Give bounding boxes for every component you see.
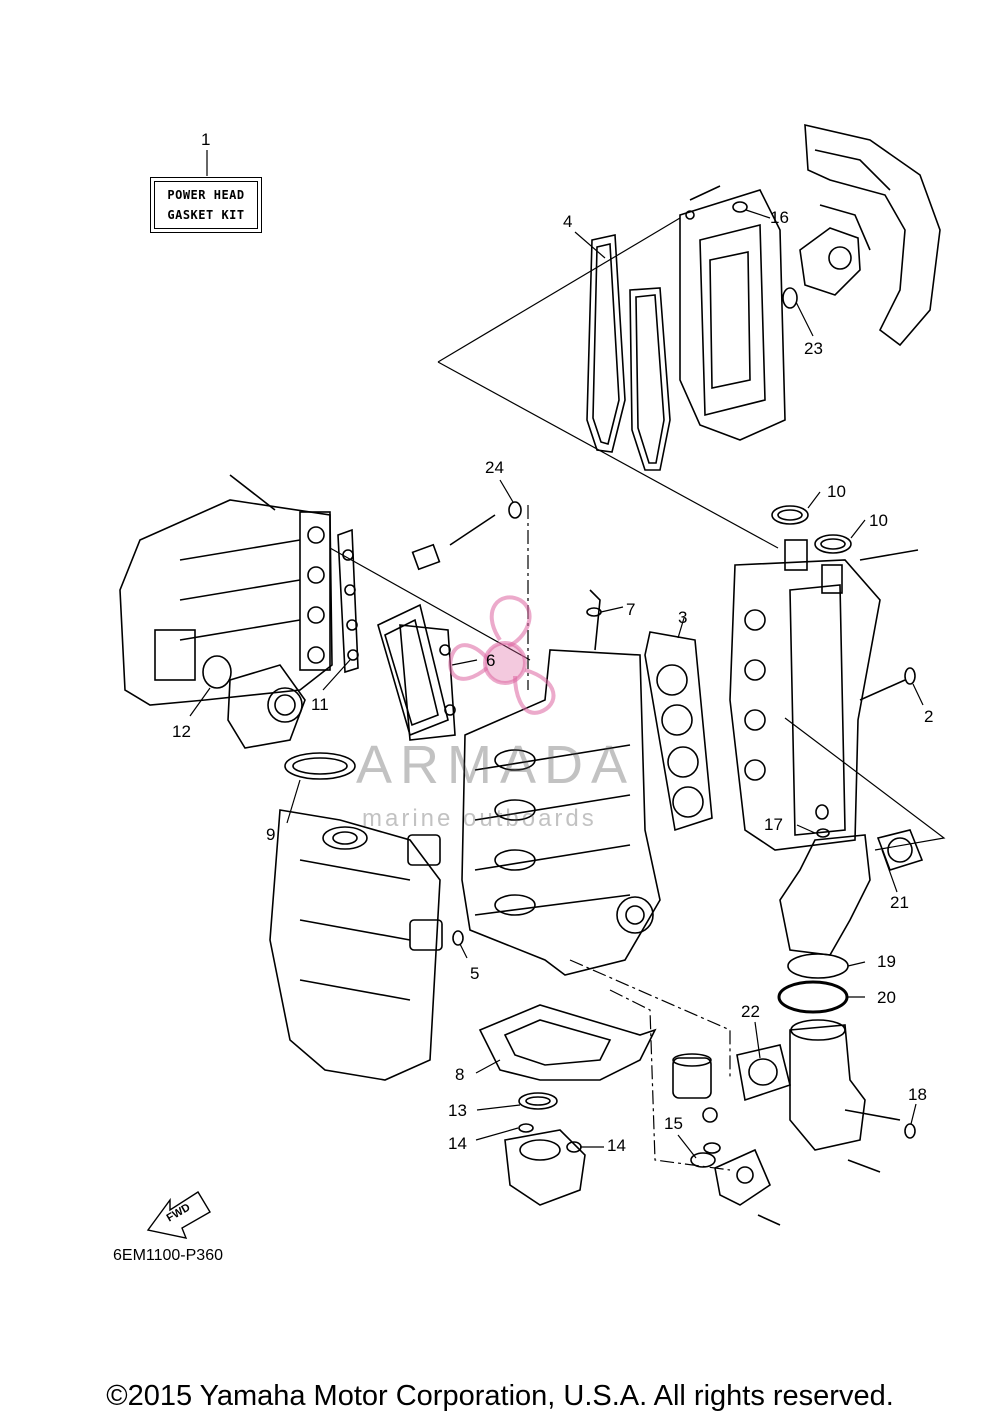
callout-number: 10 (827, 482, 846, 501)
gasket-22-part (736, 1044, 791, 1102)
manifold-gasket-part (337, 528, 359, 674)
kit-label-line2: GASKET KIT (167, 208, 245, 222)
callout-number: 4 (563, 212, 573, 231)
watermark-brand: ARMADA (356, 735, 636, 795)
callout-number: 23 (804, 339, 823, 358)
watermark-tagline: marine outboards (362, 805, 597, 832)
oil-pump-part (504, 1123, 586, 1206)
callout-number: 3 (678, 608, 688, 627)
filter-bracket-part (714, 1148, 781, 1226)
oil-seal-10a-part (771, 505, 809, 525)
oil-seal-13-part (518, 1092, 558, 1110)
guide-lines (329, 217, 946, 1171)
head-cover-part (679, 185, 786, 441)
callout-number: 8 (455, 1065, 465, 1084)
callout-leaders (189, 150, 924, 1159)
callout-number: 24 (485, 458, 504, 477)
o-ring-2-part (904, 667, 916, 685)
callout-number: 15 (664, 1114, 683, 1133)
crankcase-part (269, 809, 443, 1081)
gasket-21-part (876, 829, 924, 871)
filter-gasket-15-part (690, 1142, 721, 1168)
callout-number: 6 (486, 651, 496, 670)
callout-number: 16 (770, 208, 789, 227)
o-ring-14a-part (518, 1123, 534, 1133)
thermostat-part (782, 227, 861, 309)
callout-number: 5 (470, 964, 480, 983)
oil-pan-gasket-part (478, 1004, 657, 1081)
watermark-logo (448, 595, 556, 715)
callout-number: 13 (448, 1101, 467, 1120)
oil-filter-part (672, 1053, 718, 1123)
o-ring-19-part (787, 953, 849, 979)
diagram-code: 6EM1100-P360 (113, 1247, 223, 1264)
oil-seal-10b-part (814, 534, 852, 554)
o-ring-12-part (202, 655, 232, 689)
callout-number: 19 (877, 952, 896, 971)
intake-manifold-part (119, 474, 333, 706)
throttle-body-part (227, 664, 306, 749)
callout-number: 2 (924, 707, 934, 726)
cylinder-head-part (729, 539, 919, 851)
fwd-arrow-icon (146, 1191, 211, 1239)
kit-label-line1: POWER HEAD (167, 188, 245, 202)
head-cover-gasket-part (586, 234, 671, 471)
callout-number: 1 (201, 130, 211, 149)
exhaust-guide-part (779, 804, 871, 956)
callout-number: 12 (172, 722, 191, 741)
o-ring-5-part (452, 930, 464, 946)
exhaust-gasket-6-part (399, 624, 456, 741)
o-ring-24-part (508, 501, 522, 519)
callout-number: 22 (741, 1002, 760, 1021)
callout-number: 18 (908, 1085, 927, 1104)
callout-number: 11 (311, 695, 329, 714)
callout-number: 20 (877, 988, 896, 1007)
copyright-notice: ©2015 Yamaha Motor Corporation, U.S.A. A… (106, 1380, 894, 1412)
oil-seal-9-part (284, 752, 356, 780)
exhaust-manifold-part (789, 1019, 901, 1173)
o-ring-20-part (777, 980, 849, 1014)
callout-number: 17 (764, 815, 783, 834)
top-cover-part (804, 123, 941, 347)
cap-16-part (732, 201, 748, 213)
callout-number: 7 (626, 600, 636, 619)
callout-number: 10 (869, 511, 888, 530)
exhaust-cover-part (377, 603, 449, 737)
callout-number: 21 (890, 893, 909, 912)
callout-number: 14 (448, 1134, 467, 1153)
callout-number: 14 (607, 1136, 626, 1155)
o-ring-18-part (904, 1123, 916, 1139)
o-ring-17-part (816, 828, 830, 838)
sensor-part (449, 514, 496, 546)
callout-number: 9 (266, 825, 276, 844)
head-gasket-part (644, 631, 713, 832)
cylinder-block-part (461, 649, 661, 976)
gasket-kit-label: POWER HEAD GASKET KIT (150, 177, 262, 233)
